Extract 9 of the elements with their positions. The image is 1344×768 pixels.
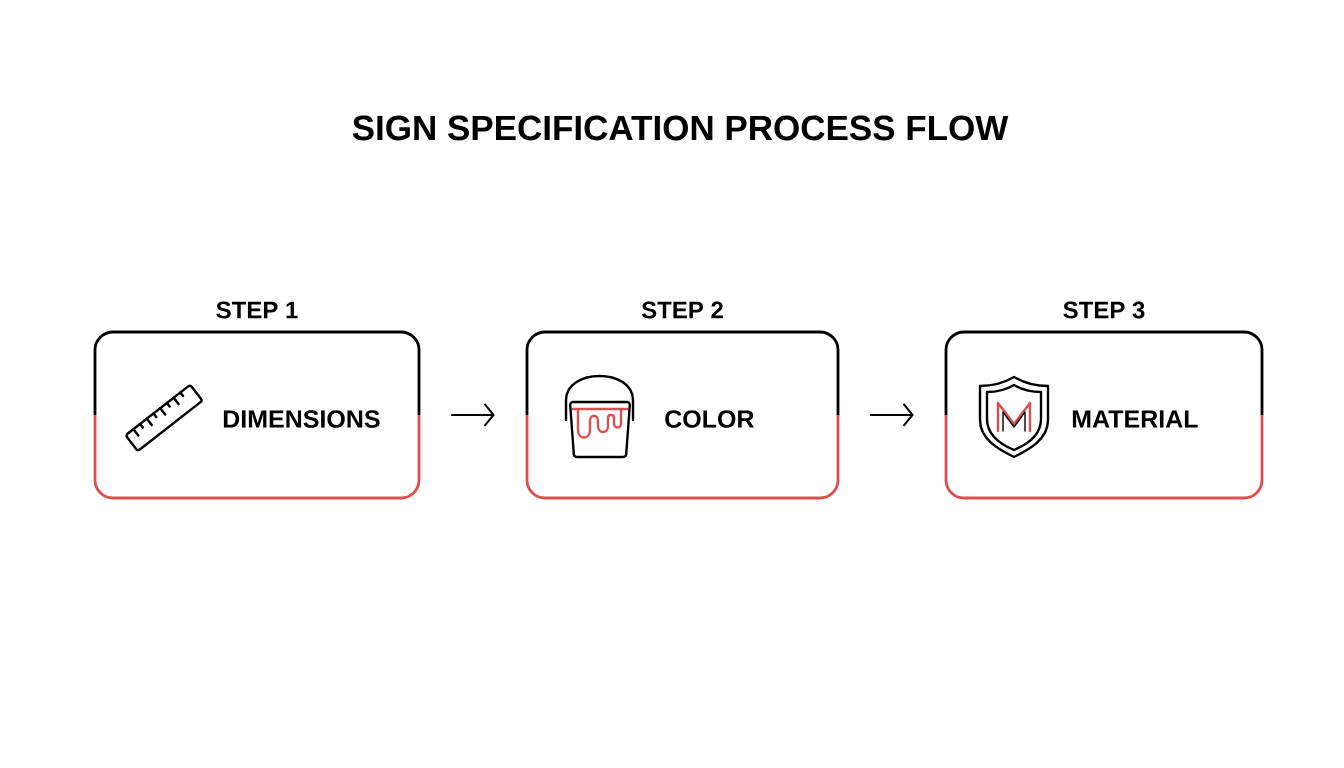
step-label: STEP 3 [1063,301,1145,319]
arrow [869,403,914,427]
title: SIGN SPECIFICATION PROCESS FLOW [352,115,1009,141]
arrow [450,403,495,427]
process-box: DIMENSIONS [93,330,421,500]
process-box: COLOR [525,330,840,500]
process-box: MATERIAL [944,330,1264,500]
step-label: STEP 2 [641,301,723,319]
step-label: STEP 1 [216,301,298,319]
